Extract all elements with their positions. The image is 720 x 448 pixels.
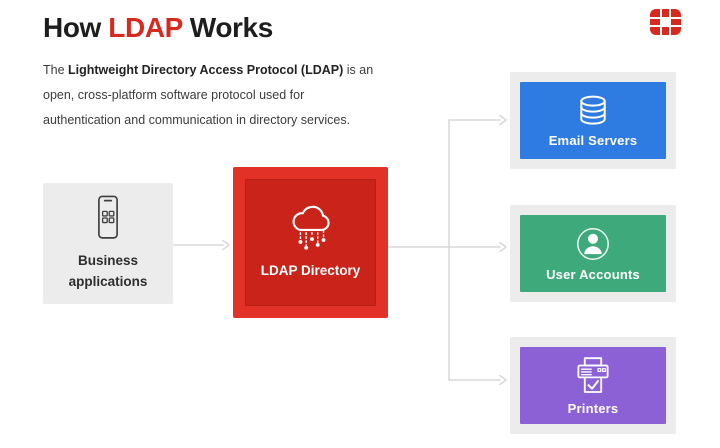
- user-accounts-panel: User Accounts: [520, 215, 666, 292]
- description-line-3: authentication and communication in dire…: [43, 113, 351, 127]
- description: The Lightweight Directory Access Protoco…: [43, 58, 373, 133]
- ldap-directory-panel: LDAP Directory: [245, 179, 376, 306]
- business-applications-label: Business applications: [68, 253, 148, 289]
- printers-card: Printers: [510, 337, 676, 434]
- cloud-directory-icon: [292, 205, 330, 250]
- user-accounts-card: User Accounts: [510, 205, 676, 302]
- email-servers-panel: Email Servers: [520, 82, 666, 159]
- description-bold-text: Lightweight Directory Access Protocol (L…: [68, 63, 344, 77]
- printers-panel: Printers: [520, 347, 666, 424]
- description-line-1: The Lightweight Directory Access Protoco…: [43, 58, 373, 83]
- business-applications-node: Business applications: [43, 183, 173, 304]
- smartphone-apps-icon: [98, 195, 118, 239]
- page-title: How LDAP Works: [43, 12, 273, 44]
- arrow-ldap-to-targets: [387, 114, 507, 386]
- email-servers-card: Email Servers: [510, 72, 676, 169]
- ldap-directory-label: LDAP Directory: [260, 262, 361, 278]
- printers-label: Printers: [567, 401, 619, 416]
- database-icon: [580, 95, 606, 125]
- user-accounts-label: User Accounts: [546, 267, 640, 282]
- description-text: is an: [343, 63, 374, 77]
- description-text: The: [43, 63, 69, 77]
- description-line-2: open, cross-platform software protocol u…: [43, 88, 305, 102]
- title-post: Works: [182, 12, 273, 43]
- arrow-business-to-ldap: [173, 239, 230, 251]
- ldap-directory-node: LDAP Directory: [233, 167, 388, 318]
- title-pre: How: [43, 12, 109, 43]
- title-highlight: LDAP: [108, 12, 183, 43]
- user-circle-icon: [577, 228, 609, 260]
- fortinet-logo-icon: [650, 9, 681, 35]
- email-servers-label: Email Servers: [548, 133, 638, 148]
- printer-check-icon: [577, 357, 609, 393]
